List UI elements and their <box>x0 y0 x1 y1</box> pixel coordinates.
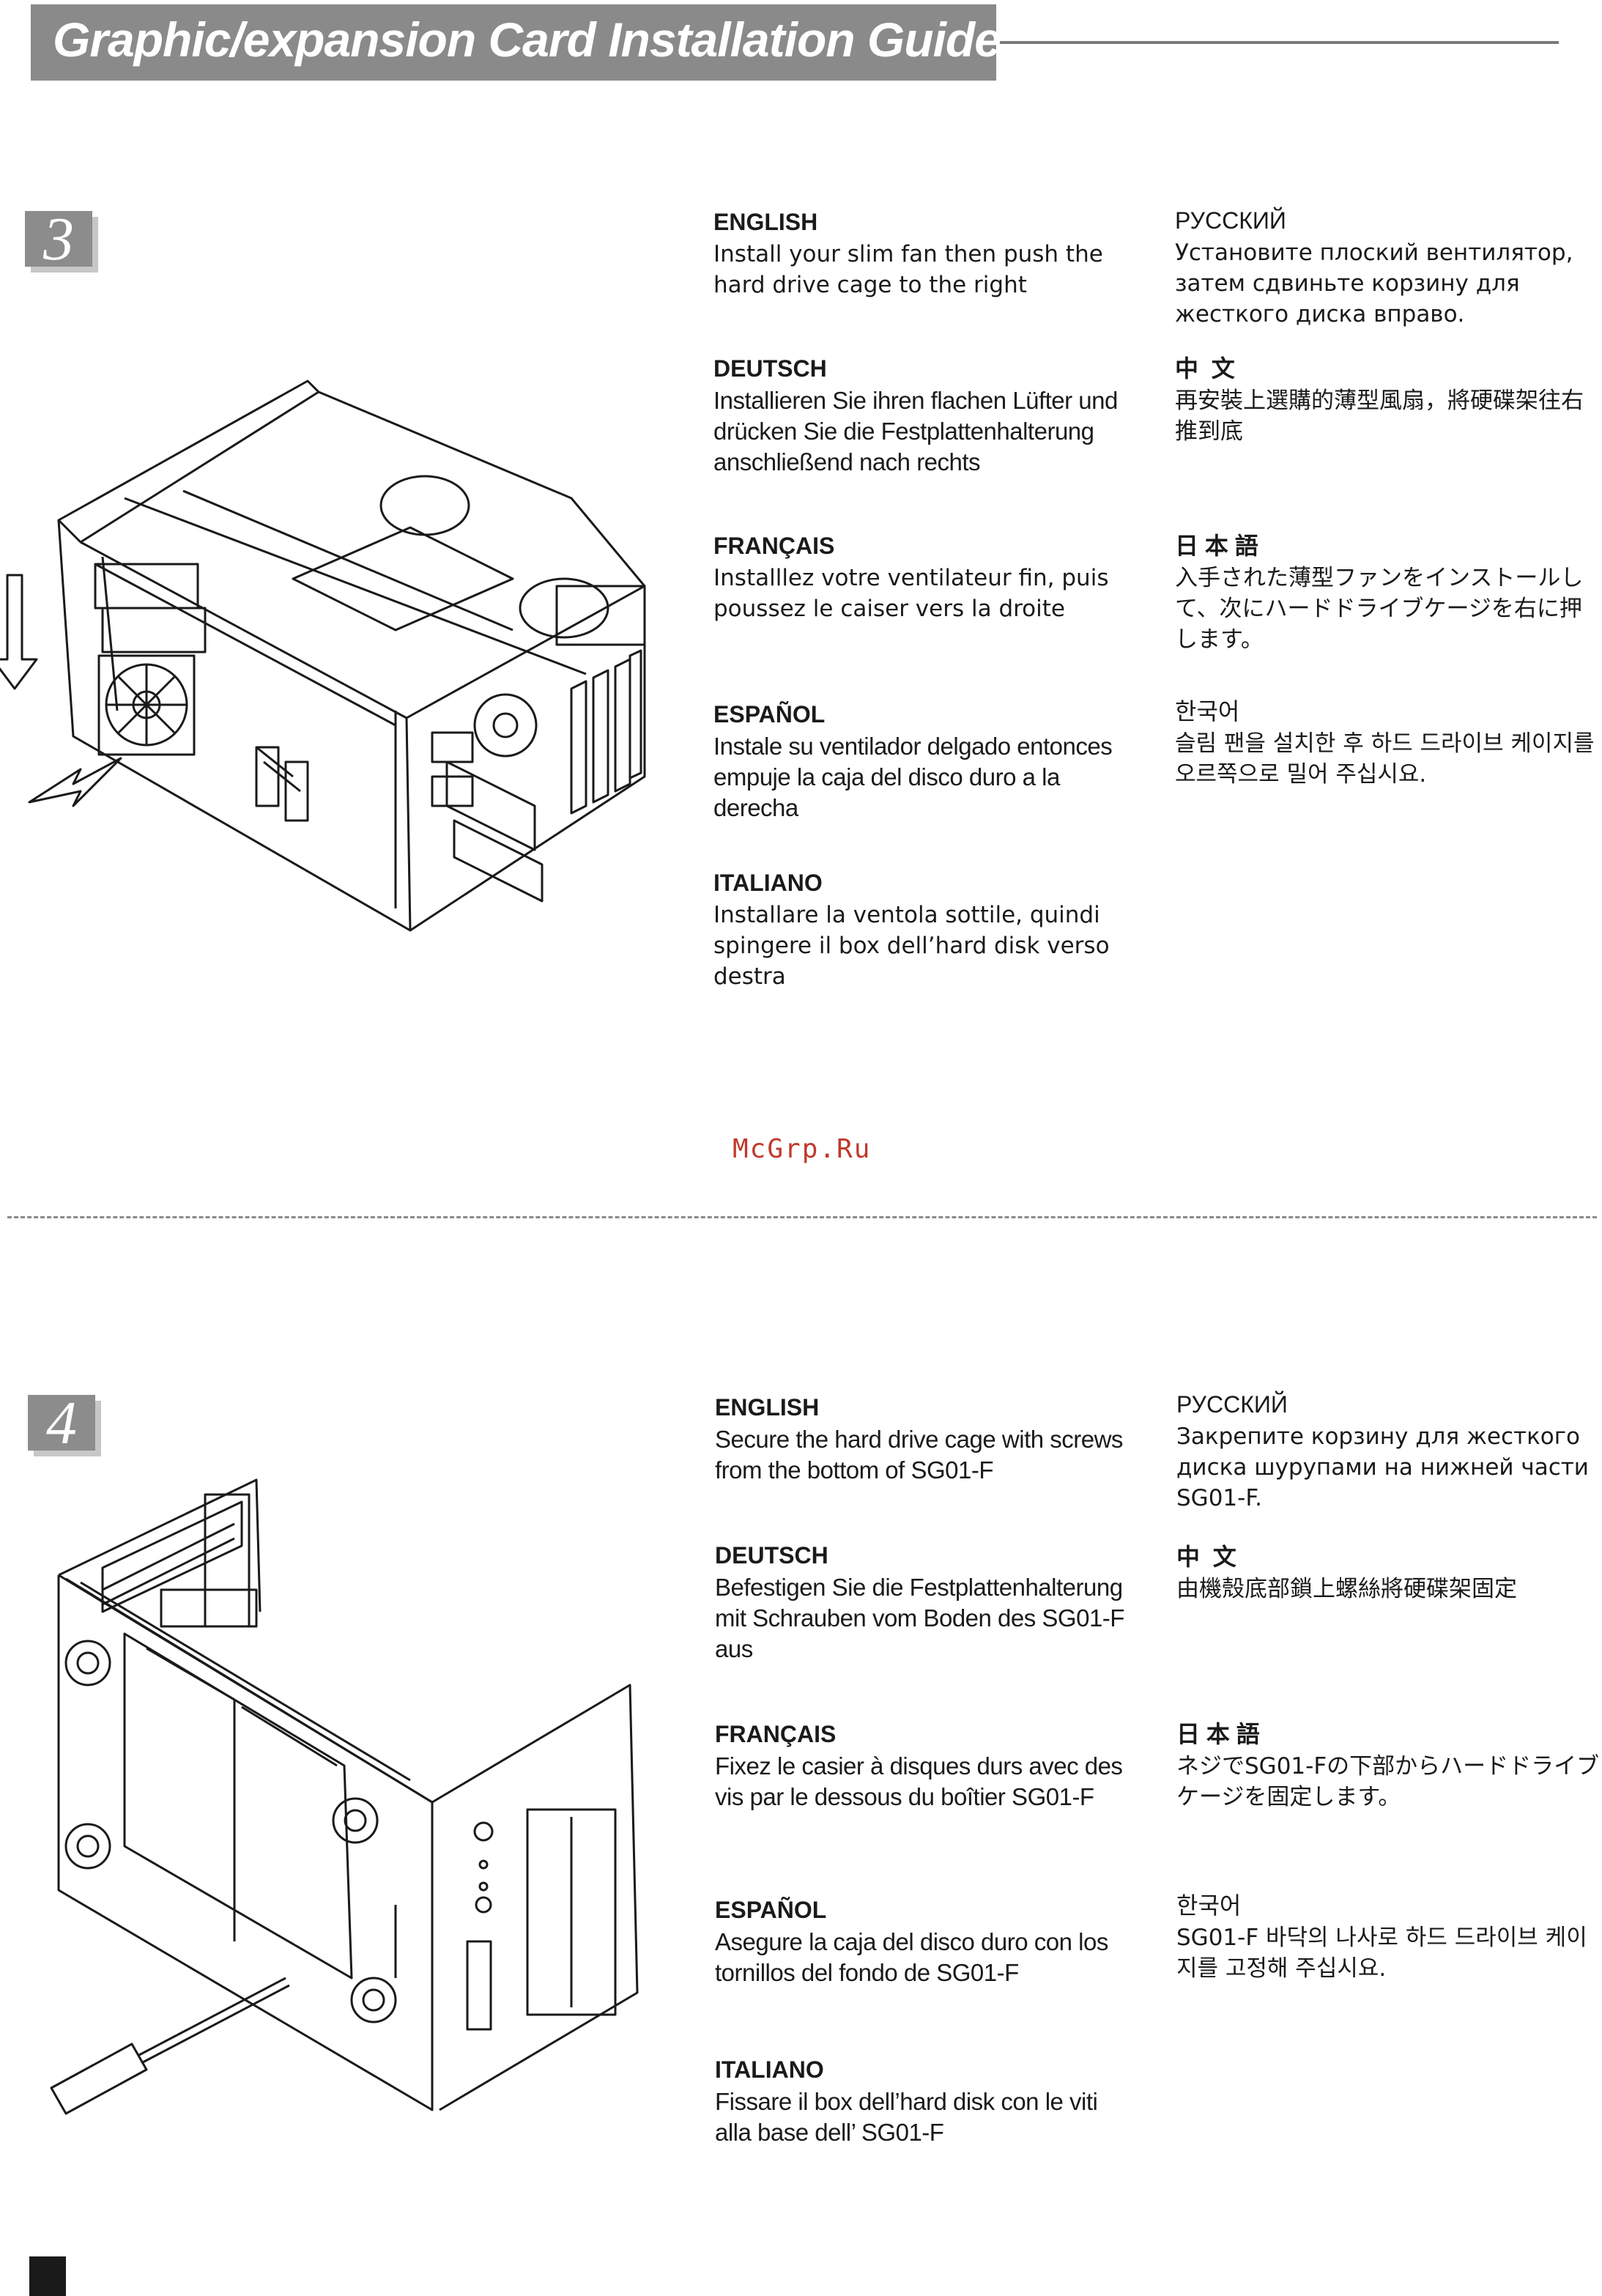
lang-title-english: ENGLISH <box>715 1394 820 1421</box>
page-corner-marker <box>29 2256 66 2296</box>
step-3-english: ENGLISH Install your slim fan then push … <box>713 208 1138 300</box>
step-3-espanol: ESPAÑOL Instale su ventilador delgado en… <box>713 700 1138 823</box>
lang-title-espanol: ESPAÑOL <box>715 1897 827 1923</box>
expansion-slot-covers <box>570 649 642 815</box>
lang-text-italiano: Installare la ventola sottile, quindi sp… <box>713 902 1110 990</box>
section-divider <box>7 1216 1597 1218</box>
lang-text-francais: Installlez votre ventilateur fin, puis p… <box>713 565 1109 622</box>
rubber-foot-icon <box>64 1640 111 1686</box>
step-4-japanese: 日 本 語 ネジでSG01-Fの下部からハードドライブケージを固定します。 <box>1176 1720 1601 1812</box>
lang-text-espanol: Asegure la caja del disco duro con los t… <box>715 1928 1108 1986</box>
step-3-italiano: ITALIANO Installare la ventola sottile, … <box>713 869 1138 992</box>
psu-fan-icon <box>473 693 538 758</box>
lang-text-italiano: Fissare il box dell’hard disk con le vit… <box>715 2088 1098 2146</box>
lang-title-francais: FRANÇAIS <box>715 1721 837 1747</box>
lang-title-english: ENGLISH <box>713 209 818 235</box>
lang-title-russian: РУССКИЙ <box>1175 207 1286 234</box>
step-3-deutsch: DEUTSCH Installieren Sie ihren flachen L… <box>713 355 1138 478</box>
lang-text-deutsch: Befestigen Sie die Festplattenhalterung … <box>715 1574 1124 1662</box>
step-3-russian: РУССКИЙ Установите плоский вентилятор, з… <box>1175 207 1600 330</box>
lang-text-espanol: Instale su ventilador delgado entonces e… <box>713 733 1113 821</box>
front-panel-drawing <box>394 1808 617 2031</box>
chassis-drawing <box>57 379 646 932</box>
rubber-foot-icon <box>350 1977 397 2023</box>
header-bar <box>31 4 996 81</box>
step-4-italiano: ITALIANO Fissare il box dell’hard disk c… <box>715 2056 1140 2148</box>
step-3-chinese: 中 文 再安裝上選購的薄型風扇，將硬碟架往右推到底 <box>1175 355 1600 447</box>
lang-text-english: Secure the hard drive cage with screws f… <box>715 1426 1123 1484</box>
rubber-foot-icon <box>64 1823 111 1870</box>
fan-icon <box>97 654 196 756</box>
lang-text-russian: Установите плоский вентилятор, затем сдв… <box>1175 240 1573 327</box>
lang-text-japanese: ネジでSG01-Fの下部からハードドライブケージを固定します。 <box>1176 1753 1600 1810</box>
step-4-deutsch: DEUTSCH Befestigen Sie die Festplattenha… <box>715 1541 1140 1664</box>
lang-title-francais: FRANÇAIS <box>713 533 835 559</box>
step-4-francais: FRANÇAIS Fixez le casier à disques durs … <box>715 1720 1140 1812</box>
step-4-number: 4 <box>46 1389 77 1457</box>
step-4-espanol: ESPAÑOL Asegure la caja del disco duro c… <box>715 1896 1140 1988</box>
lang-text-chinese: 再安裝上選購的薄型風扇，將硬碟架往右推到底 <box>1175 388 1584 445</box>
expansion-slots-drawing <box>101 1493 251 1628</box>
step-3-badge: 3 <box>25 207 92 273</box>
push-down-arrow-icon <box>0 574 38 690</box>
page-title: Graphic/expansion Card Installation Guid… <box>53 12 1001 67</box>
rubber-foot-icon <box>332 1797 379 1844</box>
lang-title-deutsch: DEUTSCH <box>715 1542 828 1569</box>
lang-title-chinese: 中 文 <box>1175 355 1235 382</box>
step-4-illustration <box>50 1478 639 2115</box>
step-3-francais: FRANÇAIS Installlez votre ventilateur fi… <box>713 532 1138 624</box>
step-3-number: 3 <box>43 205 74 273</box>
lang-text-francais: Fixez le casier à disques durs avec des … <box>715 1752 1123 1810</box>
lang-text-deutsch: Installieren Sie ihren flachen Lüfter un… <box>713 387 1118 475</box>
lang-title-korean: 한국어 <box>1175 698 1240 725</box>
step-4-korean: 한국어 SG01-F 바닥의 나사로 하드 드라이브 케이지를 고정해 주십시요… <box>1176 1892 1601 1984</box>
lang-title-deutsch: DEUTSCH <box>713 355 827 382</box>
lang-text-russian: Закрепите корзину для жесткого диска шур… <box>1176 1423 1589 1511</box>
screwdriver-icon <box>50 1977 290 2115</box>
lang-title-italiano: ITALIANO <box>713 870 823 896</box>
lang-text-chinese: 由機殼底部鎖上螺絲將硬碟架固定 <box>1176 1576 1517 1602</box>
step-4-badge: 4 <box>28 1390 95 1456</box>
chassis-bottom-drawing <box>57 1478 639 2111</box>
header-rule <box>996 41 1559 44</box>
lang-title-korean: 한국어 <box>1176 1892 1242 1919</box>
lang-title-italiano: ITALIANO <box>715 2056 824 2083</box>
lang-text-japanese: 入手された薄型ファンをインストールして、次にハードドライブケージを右に押します。 <box>1175 565 1584 653</box>
lang-text-korean: SG01-F 바닥의 나사로 하드 드라이브 케이지를 고정해 주십시요. <box>1176 1925 1587 1982</box>
lang-title-espanol: ESPAÑOL <box>713 701 826 727</box>
lang-text-english: Install your slim fan then push the hard… <box>713 241 1103 298</box>
step-4-russian: РУССКИЙ Закрепите корзину для жесткого д… <box>1176 1390 1601 1514</box>
step-3-japanese: 日 本 語 入手された薄型ファンをインストールして、次にハードドライブケージを右… <box>1175 532 1600 655</box>
step-3-korean: 한국어 슬림 팬을 설치한 후 하드 드라이브 케이지를 오르쪽으로 밀어 주십… <box>1175 697 1600 790</box>
step-3-illustration <box>0 379 646 932</box>
lang-title-russian: РУССКИЙ <box>1176 1391 1288 1418</box>
push-left-arrow-icon <box>28 757 122 807</box>
lang-title-japanese: 日 本 語 <box>1176 1721 1260 1747</box>
lang-text-korean: 슬림 팬을 설치한 후 하드 드라이브 케이지를 오르쪽으로 밀어 주십시요. <box>1175 730 1595 788</box>
watermark: McGrp.Ru <box>733 1134 872 1164</box>
lang-title-chinese: 中 文 <box>1176 1544 1236 1570</box>
step-4-chinese: 中 文 由機殼底部鎖上螺絲將硬碟架固定 <box>1176 1543 1601 1604</box>
lang-title-japanese: 日 本 語 <box>1175 533 1258 559</box>
step-4-english: ENGLISH Secure the hard drive cage with … <box>715 1393 1140 1486</box>
